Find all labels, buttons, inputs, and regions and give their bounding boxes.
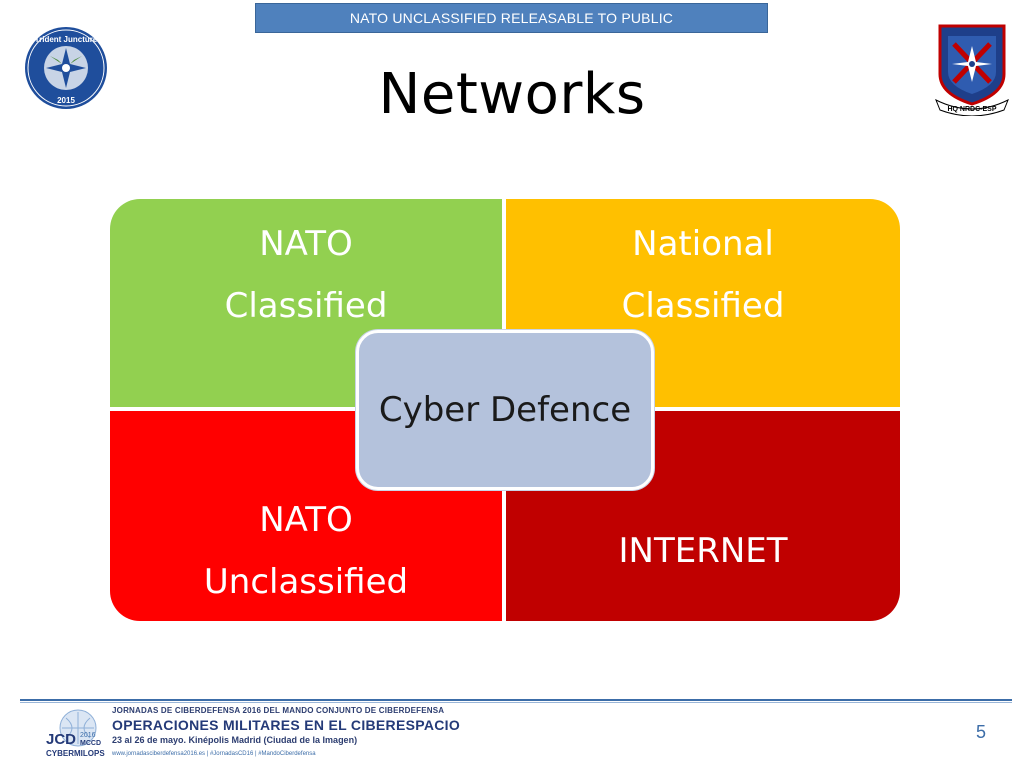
quadrant-national-classified-line2: Classified: [621, 286, 785, 326]
quadrant-nato-classified-line2: Classified: [224, 286, 388, 326]
center-cyber-defence-label: Cyber Defence: [378, 390, 632, 430]
quadrant-internet: INTERNET: [506, 411, 900, 621]
jcd-logo-jcd: JCD: [46, 731, 76, 748]
jcd-logo-cybermilops: CYBERMILOPS: [46, 749, 105, 758]
logo-left-year-text: 2015: [57, 96, 75, 105]
trident-juncture-2015-logo: Trident Juncture 2015: [25, 27, 107, 109]
quadrant-nato-classified-line1: NATO: [259, 224, 353, 264]
classification-banner: NATO UNCLASSIFIED RELEASABLE TO PUBLIC: [255, 3, 768, 33]
footer-event-dates: 23 al 26 de mayo. Kinépolis Madrid (Ciud…: [112, 735, 358, 745]
footer-event-subtitle: OPERACIONES MILITARES EN EL CIBERESPACIO: [112, 717, 461, 733]
jcd-2016-logo: JCD 2016 MCCD CYBERMILOPS: [46, 709, 105, 758]
footer-divider: [20, 699, 1012, 701]
quadrant-nato-unclassified-line2: Unclassified: [203, 562, 409, 602]
page-number: 5: [976, 722, 987, 742]
quadrant-national-classified-line1: National: [632, 224, 774, 264]
footer-divider-thin: [20, 702, 1012, 703]
footer-event-info: JORNADAS DE CIBERDEFENSA 2016 DEL MANDO …: [112, 706, 532, 757]
quadrant-nato-classified: NATO Classified: [110, 199, 502, 407]
jcd-logo-year: 2016: [80, 732, 96, 739]
logo-right-text: HQ NRDC-ESP: [947, 106, 996, 113]
jcd-logo-mccd: MCCD: [80, 740, 101, 747]
logo-left-top-text: Trident Juncture: [35, 35, 98, 44]
page-title: Networks: [378, 62, 646, 127]
footer-event-links: www.jornadasciberdefensa2016.es | #Jorna…: [112, 751, 316, 757]
quadrant-nato-unclassified-line1: NATO: [259, 500, 353, 540]
quadrant-internet-label: INTERNET: [618, 531, 788, 571]
hq-nrdc-esp-crest: HQ NRDC-ESP: [935, 24, 1009, 116]
center-cyber-defence: Cyber Defence: [356, 330, 654, 490]
networks-matrix: NATO Classified National Classified NATO…: [110, 199, 900, 621]
footer-event-title: JORNADAS DE CIBERDEFENSA 2016 DEL MANDO …: [112, 706, 445, 715]
